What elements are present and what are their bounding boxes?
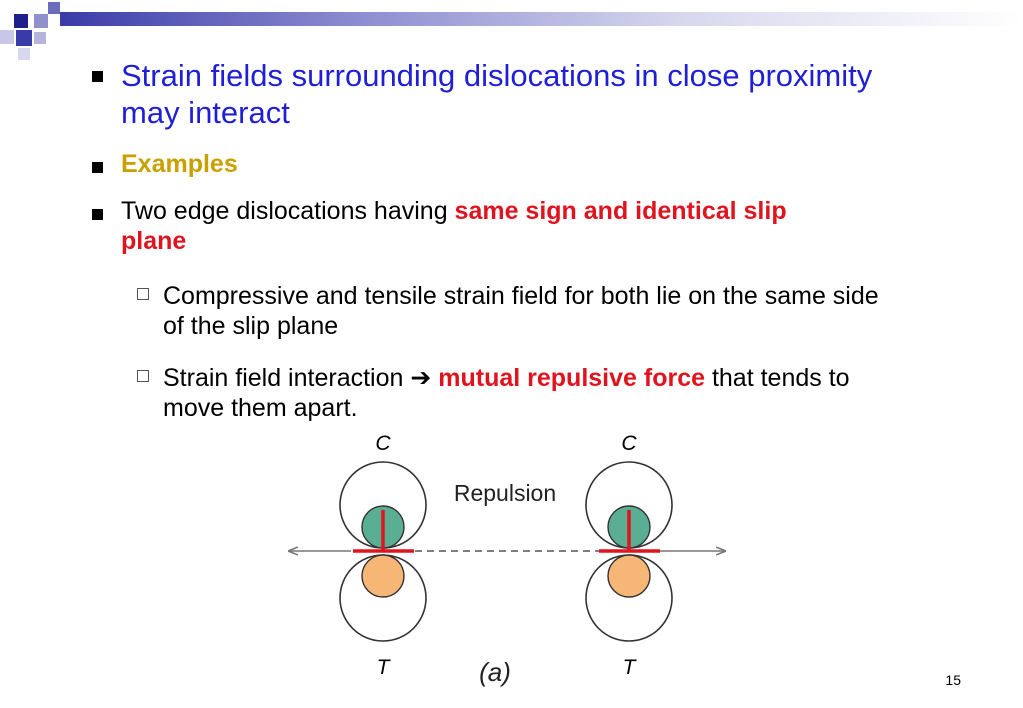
bullet-marker <box>92 209 103 220</box>
deco-square <box>16 30 32 46</box>
bullet-text-plain: Two edge dislocations having <box>121 197 455 225</box>
header-gradient-bar <box>60 12 1023 26</box>
dislocation-left: C T <box>339 432 427 679</box>
bullet-marker <box>92 71 103 82</box>
highlight-same-sign: same sign and identical slip plane <box>121 197 787 255</box>
bullet-marker <box>92 162 103 173</box>
deco-square <box>14 14 28 28</box>
figure-caption: (a) <box>479 657 511 687</box>
page-number: 15 <box>945 672 961 688</box>
tension-region <box>607 554 651 598</box>
bullet-text-two-edge: Two edge dislocations having same sign a… <box>121 196 821 256</box>
label-c-right: C <box>621 432 637 455</box>
sub-bullet-marker <box>137 288 149 300</box>
sub-bullet-text-compressive: Compressive and tensile strain field for… <box>163 282 879 340</box>
dislocation-repulsion-diagram: C T C T Repulsion (a) <box>255 432 755 687</box>
sub-bullet-plain: Strain field interaction <box>163 364 411 392</box>
sub-bullet-after: that tends to move them apart. <box>163 364 850 422</box>
bullet-text-examples: Examples <box>121 150 238 178</box>
deco-square <box>34 32 46 44</box>
dislocation-right: C T <box>585 432 673 679</box>
deco-square <box>48 2 60 14</box>
highlight-mutual-repulsive: mutual repulsive force <box>438 364 706 392</box>
label-t-left: T <box>377 656 392 679</box>
bullet-text-strain-fields: Strain fields surrounding dislocations i… <box>121 58 873 131</box>
deco-square <box>34 14 48 28</box>
arrow-right-icon: ➔ <box>410 363 432 392</box>
sub-bullet-text-interaction: Strain field interaction ➔ mutual repuls… <box>163 363 888 423</box>
tension-region <box>361 554 405 598</box>
deco-square <box>0 30 14 44</box>
sub-bullet-marker <box>137 370 149 382</box>
repulsion-label: Repulsion <box>454 480 556 506</box>
label-c-left: C <box>375 432 391 455</box>
deco-square <box>18 48 30 60</box>
label-t-right: T <box>623 656 638 679</box>
